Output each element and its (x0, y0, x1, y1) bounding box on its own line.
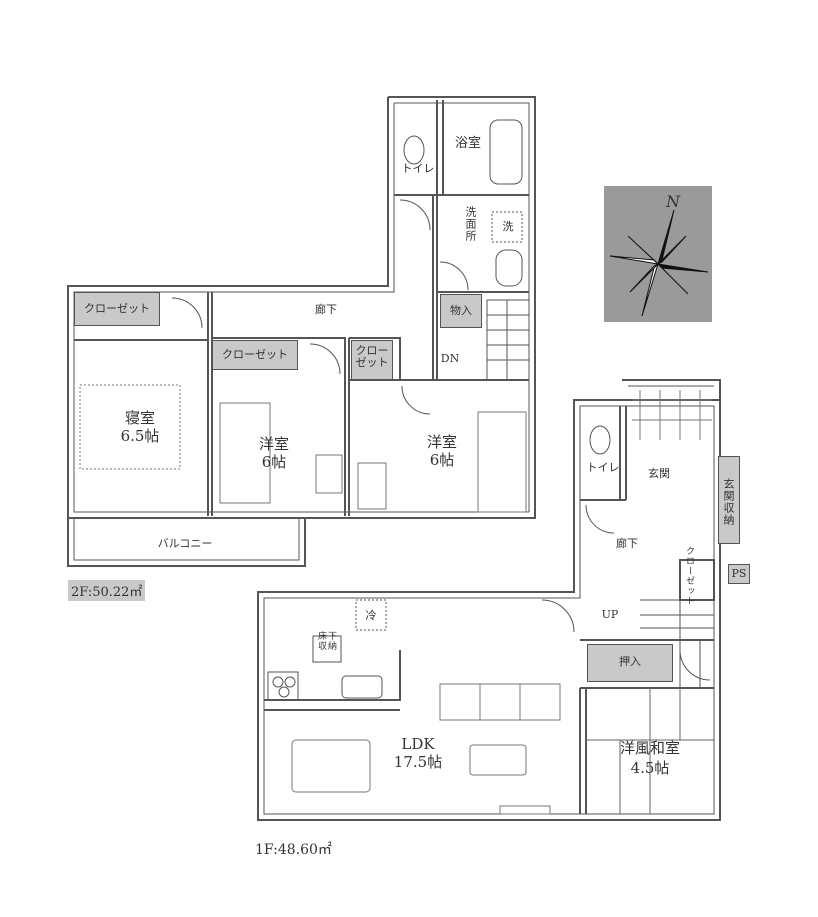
closet-bedroom (74, 292, 160, 326)
floor1-area: 1F:48.60㎡ (255, 842, 332, 858)
toilet2f-label: トイレ (401, 162, 435, 175)
bedroom-name: 寝室 (124, 409, 155, 427)
hallway2f-label: 廊下 (315, 303, 337, 316)
closet-western2 (351, 340, 393, 380)
hallway1f-label: 廊下 (616, 537, 638, 550)
western1-name: 洋室 (258, 435, 289, 453)
bath-label: 浴室 (454, 136, 481, 151)
ldk-name: LDK (401, 735, 435, 753)
washroom-label: 洗面所 (464, 206, 477, 242)
closet-western1-label: クローゼット (222, 348, 288, 361)
ps-label: PS (731, 567, 747, 580)
oshiire-label: 押入 (619, 655, 641, 668)
japanese-size: 4.5帖 (630, 759, 670, 777)
western2-size: 6帖 (429, 451, 455, 469)
closet1f-label: クローゼット (684, 546, 694, 606)
compass-north-label: N (666, 192, 680, 211)
western2-name: 洋室 (426, 433, 457, 451)
toilet1f-label: トイレ (586, 461, 620, 474)
entrance-label: 玄関 (648, 467, 670, 480)
oshiire-box (587, 644, 673, 682)
floor2-area: 2F:50.22㎡ (68, 580, 146, 601)
storage-box (440, 294, 482, 328)
closet-western1 (212, 340, 298, 370)
japanese-name: 洋風和室 (619, 739, 680, 757)
storage-label: 物入 (450, 304, 472, 317)
fridge-label: 冷 (365, 609, 377, 622)
closet-western2-label: クローゼット (355, 344, 389, 369)
down-label: DN (440, 352, 460, 365)
ps-box (728, 564, 750, 584)
ldk-size: 17.5帖 (393, 753, 443, 771)
entrance-storage-box (718, 456, 740, 544)
compass-star-icon (609, 209, 709, 317)
underfloor-label: 床下収納 (318, 632, 339, 652)
balcony-label: バルコニー (157, 537, 213, 550)
closet-bedroom-label: クローゼット (84, 302, 150, 315)
bedroom-size: 6.5帖 (120, 427, 160, 445)
compass: N (604, 186, 712, 322)
entrance-storage-label: 玄関収納 (722, 478, 735, 526)
western1-size: 6帖 (261, 453, 287, 471)
up-label: UP (601, 608, 619, 621)
wash-symbol: 洗 (502, 220, 514, 233)
